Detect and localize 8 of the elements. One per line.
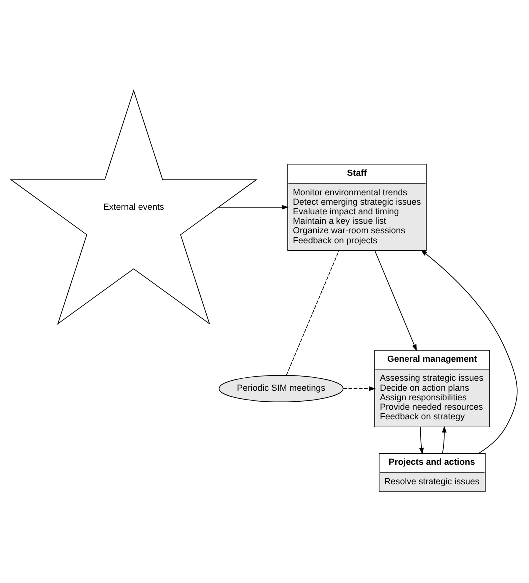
arrow xyxy=(374,250,418,352)
node-ellipse: Periodic SIM meetings xyxy=(218,375,344,402)
arrow xyxy=(442,426,447,454)
connector xyxy=(286,250,340,376)
arrow xyxy=(420,250,518,454)
arrow xyxy=(419,426,424,455)
arrow xyxy=(343,386,376,392)
arrow xyxy=(218,205,289,210)
